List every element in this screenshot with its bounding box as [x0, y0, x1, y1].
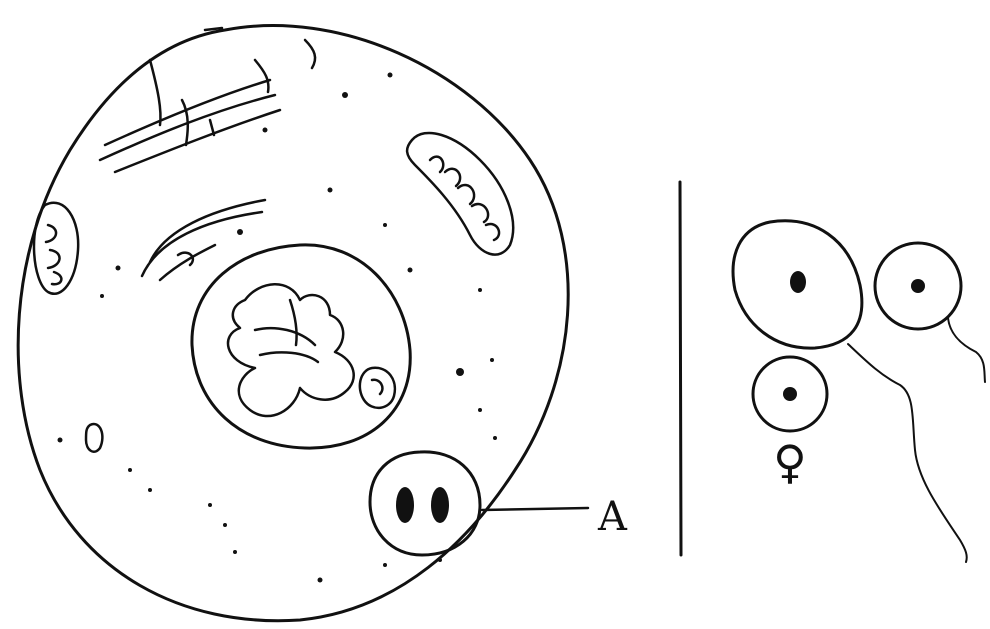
label-a: A	[597, 494, 628, 540]
structure-a-body-left	[396, 487, 414, 523]
female-symbol: ♀	[773, 435, 807, 489]
structure-a-body-right	[431, 487, 449, 523]
divider-line	[680, 182, 681, 555]
